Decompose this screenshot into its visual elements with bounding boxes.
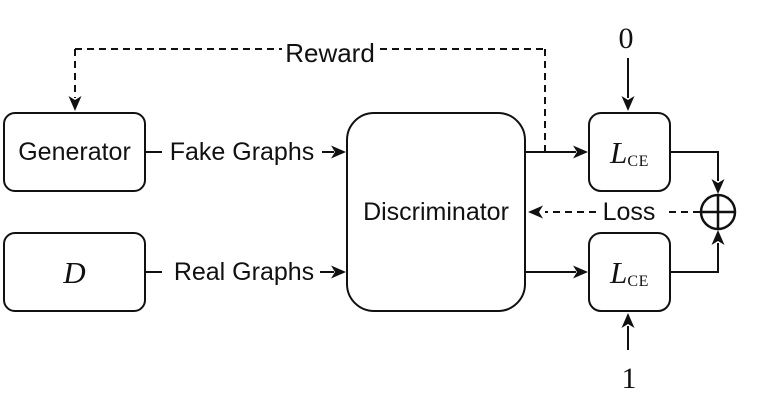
loss-top-to-sum-edge (671, 151, 719, 181)
loss-subscript: CE (627, 272, 649, 290)
fake-graphs-arrowhead (331, 145, 346, 159)
real-graphs-edge-label: Real Graphs (173, 258, 315, 286)
cross-entropy-loss-bottom-node: L CE (588, 232, 671, 312)
cross-entropy-loss-top-label: L CE (610, 134, 649, 170)
reward-arrowhead (68, 96, 82, 111)
loss-top-to-sum-arrowhead (711, 179, 725, 194)
target-label-one: 1 (621, 362, 637, 395)
zero-input-arrowhead (621, 96, 635, 111)
circled-plus-icon (699, 193, 737, 231)
discriminator-node: Discriminator (346, 112, 526, 312)
real-graphs-arrowhead (331, 265, 346, 279)
fake-graphs-edge-label: Fake Graphs (169, 138, 315, 166)
loss-symbol: L (610, 134, 628, 170)
loss-subscript: CE (627, 152, 649, 170)
target-label-zero: 0 (618, 22, 634, 55)
discriminator-label: Discriminator (363, 197, 509, 226)
loss-edge-label: Loss (602, 198, 656, 226)
cross-entropy-loss-bottom-label: L CE (610, 254, 649, 290)
loss-feedback-arrowhead (528, 205, 543, 219)
loss-symbol: L (610, 254, 628, 290)
loss-bottom-to-sum-arrowhead (711, 230, 725, 245)
cross-entropy-loss-top-node: L CE (588, 112, 671, 192)
disc-to-loss-top-arrowhead (573, 145, 588, 159)
generator-label: Generator (18, 137, 131, 166)
reward-edge (74, 48, 546, 152)
generator-node: Generator (3, 112, 146, 192)
dataset-node: D (3, 232, 146, 312)
reward-edge-label: Reward (285, 38, 375, 68)
one-input-arrowhead (621, 313, 635, 328)
loss-bottom-to-sum-edge (671, 243, 719, 273)
disc-to-loss-bottom-arrowhead (573, 265, 588, 279)
dataset-label: D (63, 254, 86, 290)
